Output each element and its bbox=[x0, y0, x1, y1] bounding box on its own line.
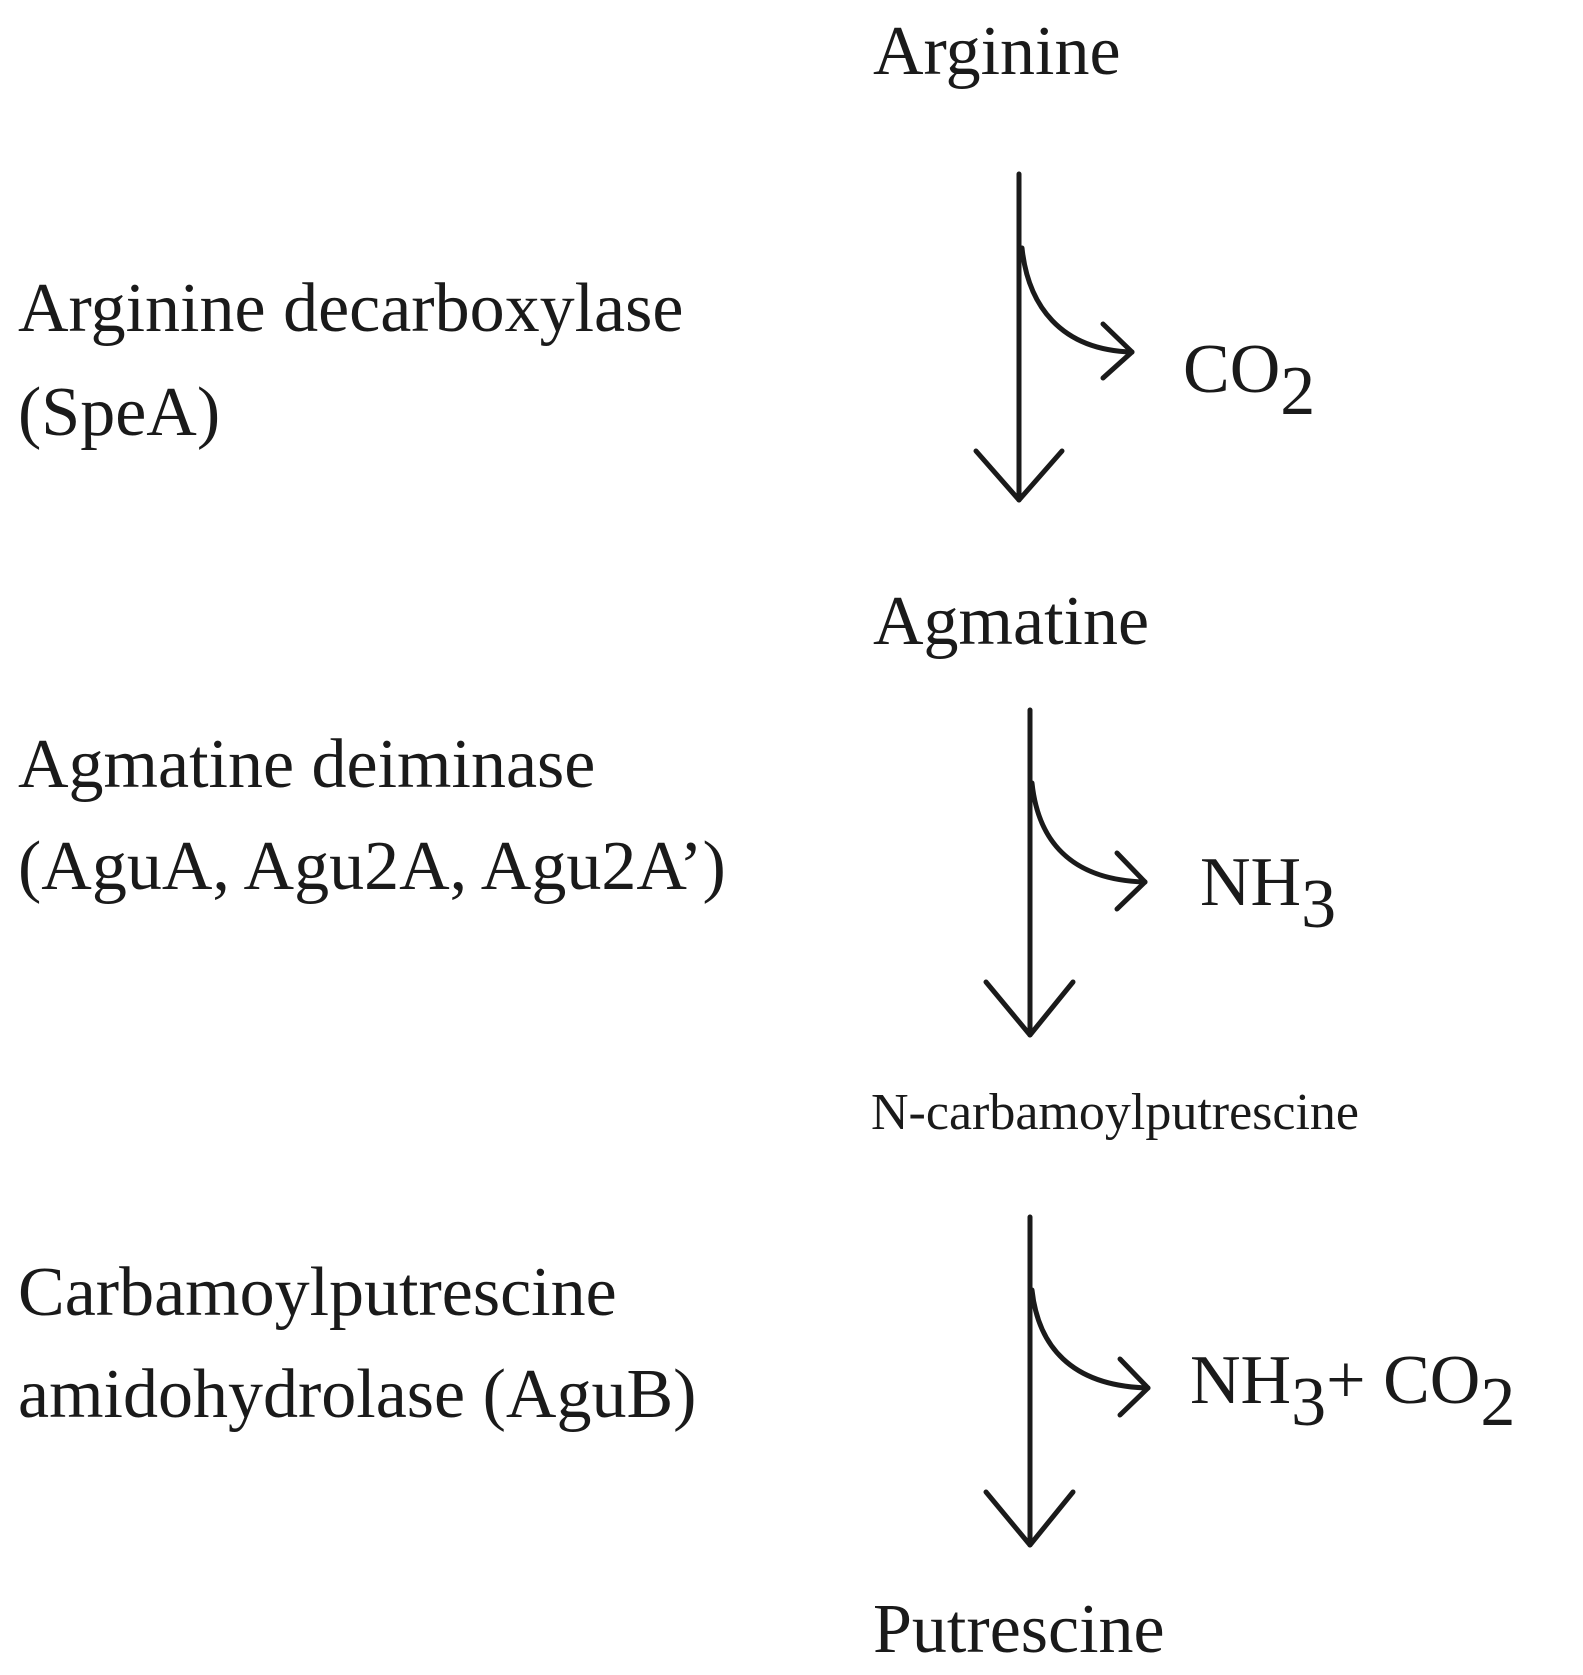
compound-putrescine: Putrescine bbox=[873, 1591, 1165, 1668]
arrow-step3 bbox=[983, 1214, 1151, 1548]
arrow-step2-branch bbox=[1029, 780, 1148, 885]
compound-n-carbamoylputrescine: N-carbamoylputrescine bbox=[871, 1084, 1360, 1141]
arrow-step2-head bbox=[983, 979, 1076, 1038]
arrow-step2-branch-head bbox=[1114, 850, 1148, 912]
enzyme-step2-genes: (AguA, Agu2A, Agu2A’) bbox=[18, 828, 726, 905]
arrow-step3-branch bbox=[1029, 1287, 1151, 1391]
byproduct-nh3-subscript: 3 bbox=[1301, 866, 1337, 943]
byproduct-co2-base: CO bbox=[1183, 331, 1281, 408]
byproduct-co2: CO2 bbox=[1183, 335, 1315, 427]
byproduct-nh3-plus-co2-co: + CO bbox=[1326, 1342, 1481, 1419]
enzyme-step2-name: Agmatine deiminase bbox=[18, 726, 596, 803]
arrow-step2 bbox=[983, 707, 1148, 1038]
enzyme-step1-name: Arginine decarboxylase bbox=[18, 270, 684, 347]
compound-agmatine: Agmatine bbox=[873, 583, 1150, 660]
byproduct-nh3: NH3 bbox=[1200, 848, 1336, 940]
arrow-step3-head bbox=[983, 1489, 1076, 1548]
arrow-step1-branch-head bbox=[1100, 321, 1135, 381]
arrow-step1 bbox=[973, 171, 1135, 503]
byproduct-co2-subscript: 2 bbox=[1280, 353, 1316, 430]
enzyme-step1-gene: (SpeA) bbox=[18, 374, 221, 451]
byproduct-nh3-base: NH bbox=[1200, 844, 1302, 921]
arrow-step1-branch bbox=[1019, 245, 1135, 355]
compound-arginine: Arginine bbox=[873, 13, 1121, 90]
arrow-step1-head bbox=[973, 448, 1065, 503]
byproduct-nh3-plus-co2: NH3+ CO2 bbox=[1190, 1346, 1515, 1438]
enzyme-step3-gene: amidohydrolase (AguB) bbox=[18, 1356, 697, 1433]
byproduct-nh3-plus-co2-nh: NH bbox=[1190, 1342, 1292, 1419]
byproduct-nh3-plus-co2-subscript-3: 3 bbox=[1291, 1364, 1327, 1441]
enzyme-step3-name: Carbamoylputrescine bbox=[18, 1254, 617, 1331]
arrow-step3-branch-head bbox=[1117, 1356, 1151, 1418]
byproduct-nh3-plus-co2-subscript-2: 2 bbox=[1480, 1364, 1516, 1441]
